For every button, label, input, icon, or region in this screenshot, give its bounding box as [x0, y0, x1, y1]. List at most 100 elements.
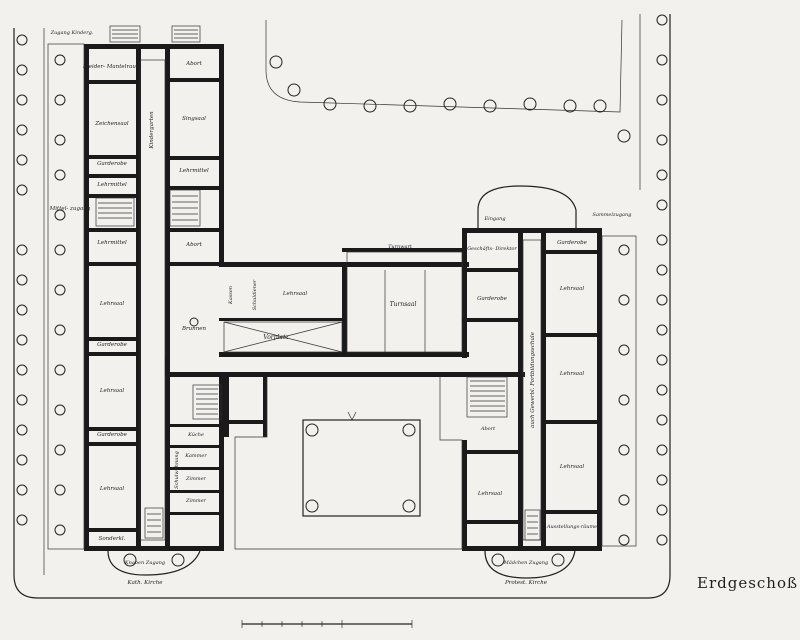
tree-icon: [656, 474, 668, 486]
room-label-sammelzugang: Sammelzugang: [593, 212, 632, 218]
tree-icon: [618, 394, 630, 406]
room-label-lehrsaal-8: Lehrsaal: [559, 464, 584, 470]
tree-icon: [617, 129, 631, 143]
center-wing: [219, 228, 469, 358]
room-label-zugang-top: Zugang Kinderg.: [50, 30, 94, 36]
room-label-kassen: Kassen: [228, 286, 234, 305]
tree-icon: [16, 154, 28, 166]
room-label-abort-right: Abort: [480, 426, 496, 432]
service-wing: [170, 377, 267, 549]
tree-icon: [305, 423, 319, 437]
tree-icon: [16, 364, 28, 376]
tree-icon: [54, 94, 66, 106]
room-label-schulwohnung: Schulwohnung: [174, 451, 180, 489]
room-label-garderobe-5: Garderobe: [557, 240, 588, 246]
garden-fence: [265, 19, 623, 113]
tree-icon: [54, 54, 66, 66]
tree-icon: [16, 514, 28, 526]
tree-icon: [656, 14, 668, 26]
tree-icon: [16, 244, 28, 256]
tree-icon: [618, 444, 630, 456]
tree-icon: [16, 94, 28, 106]
tree-icon: [171, 553, 185, 567]
room-label-kleider-mantelraum: Kleider- Mantelraum: [82, 64, 141, 70]
tree-icon: [363, 99, 377, 113]
tree-icon: [618, 344, 630, 356]
tree-icon: [16, 424, 28, 436]
tree-icon: [656, 294, 668, 306]
tree-icon: [16, 334, 28, 346]
tree-icon: [491, 553, 505, 567]
tree-icon: [656, 169, 668, 181]
tree-icon: [656, 354, 668, 366]
left-wing: [47, 43, 224, 551]
room-label-kueche: Küche: [187, 432, 204, 438]
room-label-lehrsaal-6: Lehrsaal: [559, 286, 584, 292]
room-label-garderobe-3: Garderobe: [97, 432, 128, 438]
room-label-kath-kirche: Kath. Kirche: [126, 580, 163, 586]
tree-icon: [16, 64, 28, 76]
room-label-geschaeftszimmer: Geschäfts- Direktor: [467, 246, 517, 252]
tree-icon: [656, 384, 668, 396]
room-label-zimmer-1: Zimmer: [185, 476, 207, 482]
tree-icon: [16, 394, 28, 406]
fountain-icon: [189, 317, 199, 327]
tree-icon: [54, 209, 66, 221]
room-label-abort-mid: Abort: [185, 242, 202, 248]
room-label-maedchen-zugang: Mädchen Zugang: [503, 560, 548, 566]
tree-icon: [593, 99, 607, 113]
corridor: [165, 357, 525, 377]
tree-icon: [656, 534, 668, 546]
tree-icon: [54, 324, 66, 336]
room-label-brunnen: Brunnen: [181, 326, 207, 332]
tree-icon: [618, 294, 630, 306]
room-label-schuldiener: Schuldiener: [252, 279, 258, 310]
room-label-lehrsaal-4: Lehrsaal: [282, 291, 307, 297]
room-label-gewerbeschule: auch Gewerbl. Fortbildungsschule: [530, 331, 536, 428]
room-label-mittelzugang: Mittel- zugang: [49, 206, 91, 212]
tree-icon: [123, 553, 137, 567]
tree-icon: [443, 97, 457, 111]
room-label-abort-top: Abort: [185, 61, 202, 67]
tree-icon: [54, 484, 66, 496]
tree-icon: [54, 364, 66, 376]
tree-icon: [656, 54, 668, 66]
tree-icon: [269, 55, 283, 69]
tree-icon: [16, 34, 28, 46]
tree-icon: [305, 499, 319, 513]
tree-icon: [656, 414, 668, 426]
room-label-lehrmittel-3: Lehrmittel: [96, 240, 127, 246]
tree-icon: [656, 94, 668, 106]
room-label-vorplatz: Vorplatz: [263, 334, 289, 341]
tree-icon: [54, 134, 66, 146]
tree-icon: [54, 404, 66, 416]
room-label-singsaal: Singsaal: [182, 116, 206, 122]
entrance-bays: [107, 185, 577, 579]
tree-icon: [54, 444, 66, 456]
room-label-turnwart: Turnwart: [388, 244, 413, 250]
room-label-lehrmittel-1: Lehrmittel: [96, 182, 127, 188]
room-label-zimmer-2: Zimmer: [185, 498, 207, 504]
room-label-garderobe-1: Garderobe: [97, 161, 128, 167]
right-wing: [462, 228, 637, 551]
tree-icon: [287, 83, 301, 97]
room-label-kammer: Kammer: [184, 453, 207, 459]
street-boundary: [13, 14, 671, 599]
tree-icon: [54, 524, 66, 536]
tree-icon: [402, 499, 416, 513]
room-label-sonderkl: Sonderkl.: [99, 536, 126, 542]
tree-icon: [563, 99, 577, 113]
room-label-lehrsaal-7: Lehrsaal: [559, 371, 584, 377]
room-label-kindergarten: Kindergarten: [149, 111, 155, 150]
floor-title: Erdgeschoß: [697, 574, 799, 592]
scale-bar-icon: [241, 620, 413, 628]
tree-icon: [16, 484, 28, 496]
street-inner-line: [43, 14, 641, 575]
tree-icon: [16, 184, 28, 196]
tree-icon: [618, 494, 630, 506]
room-label-lehrsaal-3: Lehrsaal: [99, 486, 124, 492]
tree-icon: [551, 553, 565, 567]
tree-icon: [54, 284, 66, 296]
tree-icon: [656, 234, 668, 246]
